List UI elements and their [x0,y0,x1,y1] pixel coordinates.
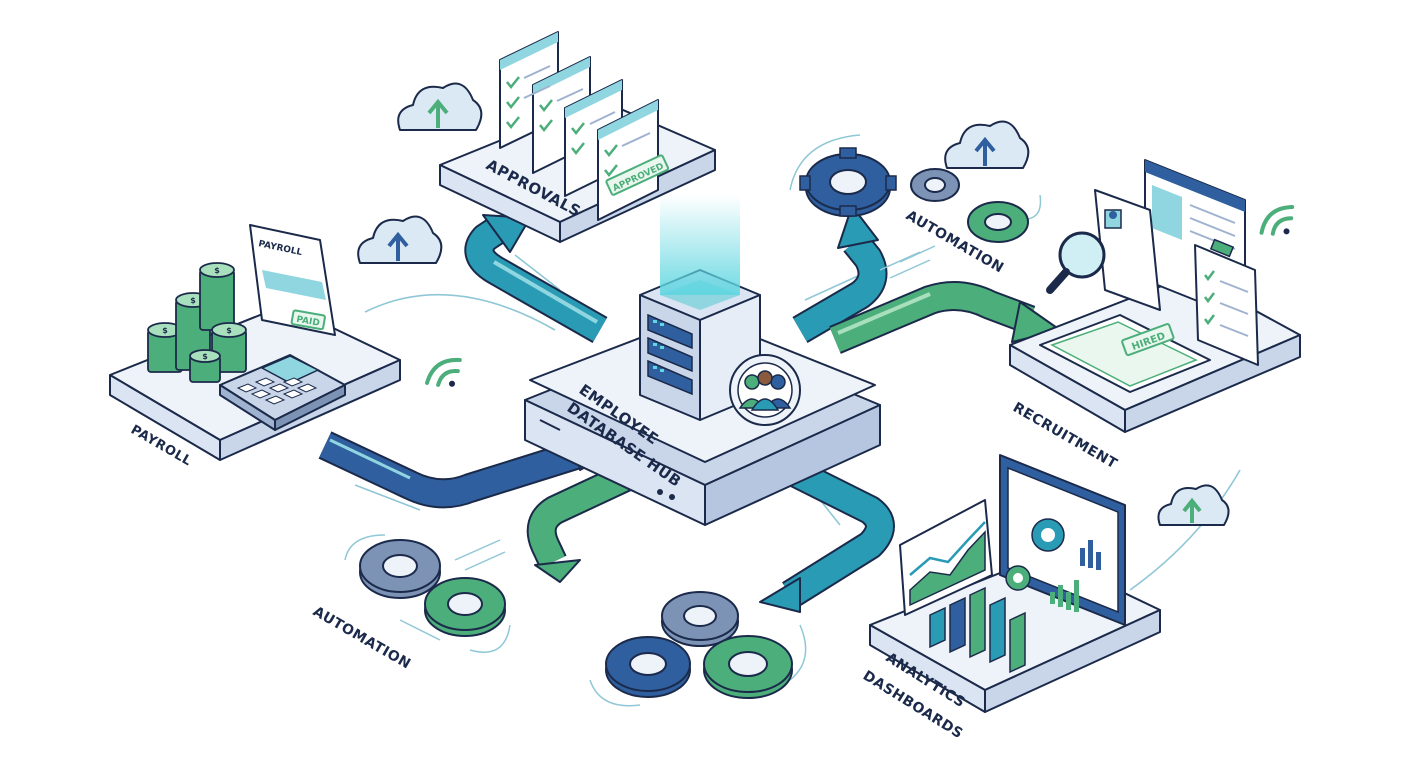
wifi-icon [1259,205,1295,236]
payroll-node: PAYROLL PAID $ $ $ $ $ [109,224,401,469]
analytics-node: ANALYTICS DASHBOARDS [860,454,1161,742]
gear-icon [910,168,960,202]
approval-documents: APPROVED [499,31,670,221]
cloud-upload-icon [357,215,443,264]
server-icon [639,195,761,421]
gear-icon [424,577,506,637]
calculator-icon [219,354,346,431]
gear-icon [967,201,1029,243]
server-beam [660,195,740,295]
cloud-upload-icon [1157,484,1230,526]
gear-cluster-bottom [589,591,807,707]
coin-symbol: $ [202,352,208,361]
flow-arrow-hub-to-analytics [759,456,895,613]
coin-symbol: $ [190,296,196,305]
coin-symbol: $ [214,266,220,275]
automation-top-node: AUTOMATION [789,134,1042,279]
flow-arrow-hub-to-automation [792,205,888,343]
wifi-icon [425,357,462,387]
coin-stack-icon [147,262,247,383]
gear-icon [661,591,739,647]
gear-icon [605,636,691,698]
dashboard-screen-left [899,499,993,616]
magnifier-icon [1046,231,1106,294]
connector-payroll-automation [354,484,421,511]
hired-tablet: HIRED [1039,314,1211,393]
dashboard-screen-right [999,454,1126,626]
approvals-node: APPROVED APPROVALS [439,31,716,243]
employees-avatar-badge [729,354,801,426]
paystub-stamp: PAID [295,315,320,329]
connector-payroll-hub [364,293,556,331]
gear-icon [359,539,441,599]
coin-symbol: $ [226,326,232,335]
paystub: PAYROLL PAID [249,224,336,336]
flow-arrow-hub-to-recruitment [829,281,1061,354]
gear-icon [703,635,793,699]
clipboard-icon [1194,238,1259,366]
cloud-upload-icon [944,120,1030,169]
connector-analytics-recruitment [1129,469,1241,591]
gear-icon [799,147,897,217]
cloud-upload-icon [397,82,483,131]
coin-symbol: $ [162,326,168,335]
hub-node: EMPLOYEE DATABASE HUB [524,195,881,526]
connector-automation-hub [804,274,861,301]
connector-approvals-hub [514,254,561,291]
flow-arrow-hub-to-automation-bottom [526,461,637,583]
automation-bottom-node: AUTOMATION [310,534,511,673]
recruitment-node: HIRED RECRUITMENT [1009,159,1301,472]
bar-chart-3d [929,586,1026,674]
automation-bottom-label: AUTOMATION [310,604,414,673]
